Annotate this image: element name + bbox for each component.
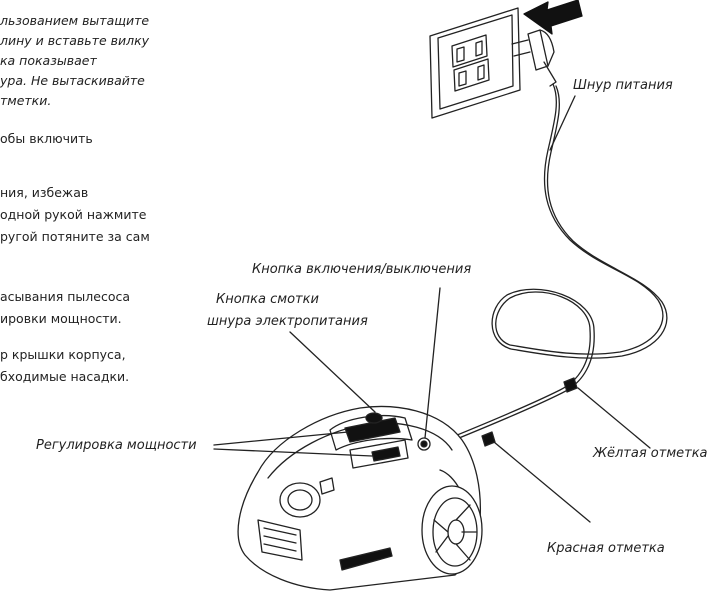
label-yellow-mark: Жёлтая отметка — [593, 446, 708, 461]
leader-regulator-2 — [213, 448, 373, 457]
red-mark-band — [481, 431, 496, 447]
label-cord-rewind-line2: шнура электропитания — [207, 314, 368, 329]
instruction-line: лину и вставьте вилку — [0, 33, 150, 48]
instruction-line: льзованием вытащите — [0, 13, 150, 28]
leader-red-mark — [493, 441, 591, 523]
plug-icon — [511, 29, 557, 87]
instruction-line: ура. Не вытаскивайте — [0, 73, 145, 88]
instruction-line: р крышки корпуса, — [0, 347, 126, 362]
instruction-line: ировки мощности. — [0, 311, 122, 326]
power-cord — [419, 83, 664, 451]
wall-socket-icon — [429, 7, 521, 119]
instruction-line: тметки. — [0, 93, 52, 108]
instruction-line: асывания пылесоса — [0, 289, 130, 304]
leader-yellow-mark — [577, 387, 651, 449]
arrow-icon — [523, 0, 583, 35]
leader-power-cord — [549, 95, 576, 151]
instruction-line: ка показывает — [0, 53, 97, 68]
label-power-regulator: Регулировка мощности — [36, 438, 197, 453]
label-power-cord: Шнур питания — [573, 78, 673, 93]
instruction-line: ругой потяните за сам — [0, 229, 150, 244]
label-red-mark: Красная отметка — [547, 541, 665, 556]
yellow-mark-band — [563, 377, 578, 393]
leader-power-button — [424, 287, 441, 439]
vacuum-body — [237, 405, 483, 591]
instruction-line: одной рукой нажмите — [0, 207, 147, 222]
instruction-line: обы включить — [0, 131, 93, 146]
leader-regulator-1 — [213, 431, 349, 446]
leader-cord-rewind — [289, 331, 376, 413]
instruction-line: ния, избежав — [0, 185, 89, 200]
label-cord-rewind-line1: Кнопка смотки — [216, 292, 319, 307]
label-power-button: Кнопка включения/выключения — [252, 262, 472, 277]
instruction-line: бходимые насадки. — [0, 369, 130, 384]
